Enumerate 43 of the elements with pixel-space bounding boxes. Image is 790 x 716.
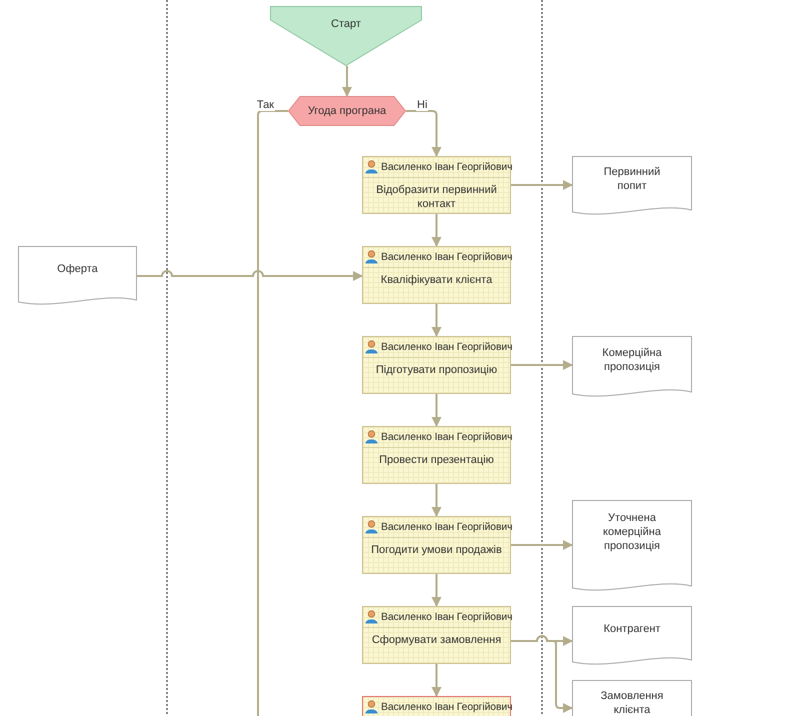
document-label: Оферта bbox=[57, 262, 98, 276]
connector-arrow bbox=[511, 360, 573, 370]
task-label: Погодити умови продажів bbox=[370, 543, 503, 557]
connector-arrow bbox=[511, 180, 573, 190]
connector-arrow bbox=[137, 270, 363, 281]
task-box bbox=[362, 606, 511, 664]
connector-arrow bbox=[432, 304, 442, 337]
connector-arrow bbox=[406, 110, 442, 157]
assignee-name: Василенко Іван Георгійович bbox=[381, 162, 512, 172]
document-label: Уточнена комерційна пропозиція bbox=[602, 510, 662, 553]
connector-arrow bbox=[432, 574, 442, 607]
connector-arrow bbox=[342, 66, 352, 97]
document-label: Первинний попит bbox=[602, 165, 662, 194]
edge-label: Так bbox=[256, 99, 275, 111]
assignee-name: Василенко Іван Георгійович bbox=[381, 612, 512, 622]
assignee-name: Василенко Іван Георгійович bbox=[381, 342, 512, 352]
start-funnel bbox=[270, 6, 422, 66]
task-label: Кваліфікувати клієнта bbox=[380, 273, 494, 287]
connector-arrow bbox=[432, 394, 442, 427]
task-label: Сформувати замовлення bbox=[370, 633, 502, 647]
connector-arrow bbox=[432, 484, 442, 517]
task-box bbox=[362, 246, 511, 304]
assignee-name: Василенко Іван Георгійович bbox=[381, 252, 512, 262]
task-box bbox=[362, 336, 511, 394]
task-label: Підготувати пропозицію bbox=[374, 363, 498, 377]
decision-label: Угода програна bbox=[308, 104, 386, 118]
edge-label: Ні bbox=[416, 99, 428, 111]
decision-hexagon bbox=[288, 96, 406, 126]
assignee-name: Василенко Іван Георгійович bbox=[381, 522, 512, 532]
connector-arrow bbox=[432, 214, 442, 247]
task-label: Відобразити первинний контакт bbox=[375, 183, 498, 211]
task-box bbox=[362, 516, 511, 574]
document-label: Замовлення клієнта bbox=[600, 689, 664, 716]
connector-arrow bbox=[432, 664, 442, 697]
task-box bbox=[362, 156, 511, 214]
connector-arrow bbox=[511, 635, 573, 713]
task-box bbox=[362, 426, 511, 484]
document-label: Контрагент bbox=[604, 622, 660, 636]
document-label: Комерційна пропозиція bbox=[601, 346, 663, 374]
connector-arrow bbox=[511, 540, 573, 550]
start-label: Старт bbox=[331, 17, 361, 31]
assignee-name: Василенко Іван Георгійович bbox=[381, 432, 512, 442]
task-label: Провести презентацію bbox=[378, 453, 495, 467]
